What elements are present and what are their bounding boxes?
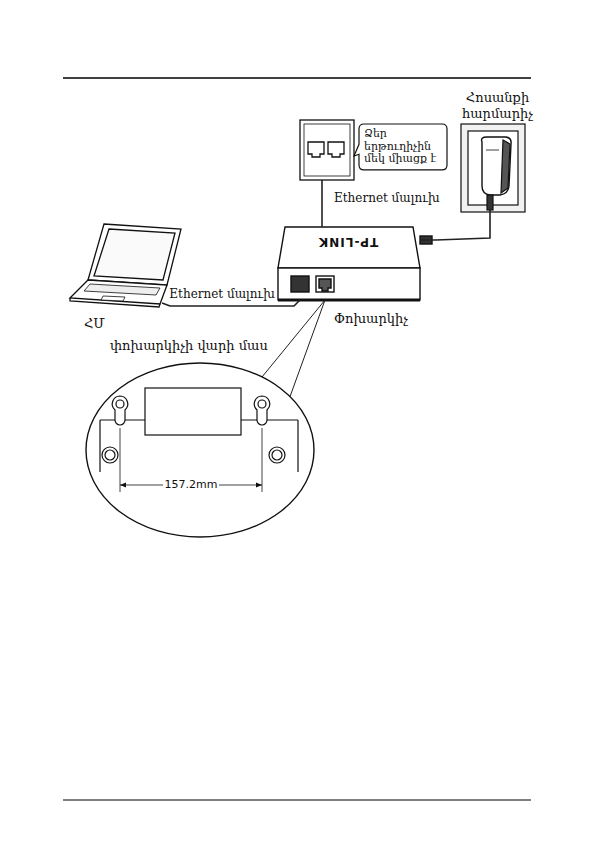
switch-bottom-illustration: [254, 396, 269, 425]
laptop-illustration: [101, 296, 125, 301]
bottom-view-outline: [86, 363, 314, 537]
switch-bottom-illustration: [102, 447, 118, 463]
switch-illustration: [319, 279, 331, 291]
laptop-illustration: [70, 298, 160, 307]
wall-jack-illustration: [328, 142, 344, 157]
switch-bottom-illustration: [105, 450, 115, 460]
switch-bottom-illustration: [258, 400, 266, 408]
switch-bottom-illustration: [297, 420, 298, 472]
switch-illustration: [278, 268, 420, 300]
page-rule: [63, 77, 531, 79]
power-adapter: Հոսանքի հարմարիչ: [455, 88, 540, 210]
switch-box: TP-LINKՓոխարկիչ: [278, 227, 420, 300]
wall-outlet-illustration: [468, 131, 518, 205]
brand-logo: TP-LINK: [318, 235, 378, 249]
switch-bottom-illustration: [100, 388, 298, 492]
switch-bottom-illustration: [120, 428, 121, 492]
switch-bottom-illustration: [145, 388, 241, 435]
cable: [420, 210, 490, 240]
wall-jack-illustration: [300, 120, 354, 180]
switch-bottom-illustration: [269, 447, 285, 463]
page-rule: [63, 800, 531, 801]
laptop-illustration: [84, 284, 160, 295]
cable-label: Ethernet մալուխ: [167, 287, 277, 301]
wall-jack-illustration: [308, 142, 324, 157]
switch-bottom-illustration: [99, 420, 100, 472]
wall-jack-illustration: [300, 120, 354, 180]
dimension-label: 157.2mm: [163, 478, 220, 491]
laptop-illustration: [70, 224, 181, 307]
bottom-view-label: փոխարկիչի վարի մաս: [108, 338, 270, 354]
switch-bottom-illustration: [116, 400, 124, 408]
switch-bottom-illustration: [262, 428, 263, 492]
callout-bubble-text: Ձեր երթուղիչին մեկ միացք է: [364, 128, 442, 166]
switch-illustration: [278, 227, 420, 268]
callout-bubble: [354, 124, 447, 170]
switch-illustration: [291, 276, 309, 292]
wall-outlet-illustration: [501, 140, 510, 193]
bottom-view-outline: [85, 362, 315, 538]
wall-outlet-illustration: [486, 150, 499, 151]
adapter-label: Հոսանքի հարմարիչ: [455, 90, 540, 121]
pc-label: ՀՄ: [84, 316, 105, 332]
bottom-view: փոխարկիչի վարի մաս: [85, 362, 315, 538]
laptop-illustration: [94, 229, 175, 280]
laptop-illustration: [88, 224, 181, 285]
switch-illustration: [278, 227, 432, 300]
wall-outlet-illustration: [461, 124, 525, 212]
switch-bottom-illustration: [272, 450, 282, 460]
wall-jack: Ձեր երթուղիչին մեկ միացք է: [298, 118, 438, 180]
switch-label: Փոխարկիչ: [334, 311, 408, 327]
cable: [321, 180, 323, 227]
laptop: ՀՄ: [66, 222, 162, 332]
wall-outlet-illustration: [461, 124, 525, 212]
switch-bottom-illustration: [112, 396, 127, 425]
page-rule: [63, 78, 531, 800]
switch-illustration: [316, 276, 334, 292]
wall-outlet-illustration: [487, 195, 493, 210]
cable-label: Ethernet մալուխ: [332, 191, 442, 205]
wall-outlet-illustration: [482, 137, 512, 195]
wall-jack-illustration: [304, 124, 350, 176]
laptop-illustration: [70, 280, 167, 304]
